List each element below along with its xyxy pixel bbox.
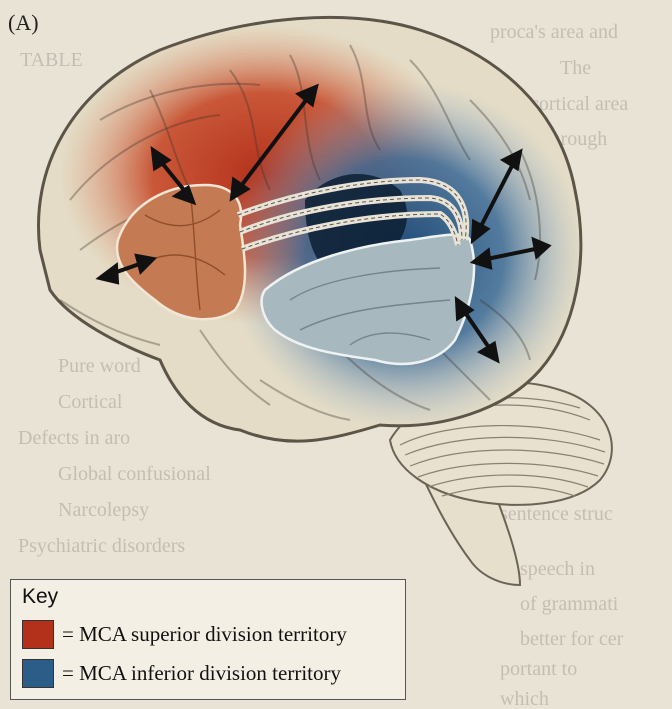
bg-text-line: TABLE — [20, 49, 83, 71]
legend-swatch-superior — [22, 619, 54, 649]
bg-text-line: speech in — [520, 558, 595, 580]
bg-text-line: of grammati — [520, 593, 619, 615]
bg-text-line: Defects in aro — [18, 427, 130, 449]
bg-text-line: Narcolepsy — [58, 499, 149, 521]
bg-text-line: which — [500, 688, 549, 709]
legend-item-superior: = MCA superior division territory — [22, 619, 347, 649]
double-arrow-icon — [469, 236, 552, 270]
legend-label-superior: = MCA superior division territory — [62, 621, 347, 646]
legend-key: Key = MCA superior division territory = … — [10, 579, 406, 700]
bg-text-line: Pure word — [58, 355, 141, 377]
double-arrow-icon — [95, 253, 158, 285]
bg-text-line: Global confusional — [58, 463, 211, 485]
bg-text-line: Psychiatric disorders — [18, 535, 185, 557]
double-arrow-icon — [229, 83, 319, 202]
legend-item-inferior: = MCA inferior division territory — [22, 658, 341, 688]
legend-swatch-inferior — [22, 658, 54, 688]
panel-label: (A) — [8, 10, 39, 35]
spread-arrows — [95, 83, 552, 364]
bg-text-line: sentence struc — [500, 503, 613, 525]
bg-text-line: better for cer — [520, 628, 624, 650]
background-text: proca's area and The TABLE cortical area… — [18, 21, 628, 709]
legend-title: Key — [22, 585, 59, 608]
bg-text-line: The — [560, 57, 591, 79]
double-arrow-icon — [470, 148, 523, 245]
double-arrow-icon — [454, 295, 500, 364]
bg-text-line: cortical area — [530, 93, 628, 115]
bg-text-line: Cortical — [58, 391, 123, 413]
legend-label-inferior: = MCA inferior division territory — [62, 660, 341, 685]
arcuate-fasciculus — [236, 176, 470, 252]
wernickes-area — [260, 233, 476, 366]
double-arrow-icon — [150, 145, 197, 206]
bg-text-line: proca's area and — [490, 21, 618, 43]
bg-text-line: portant to — [500, 658, 577, 680]
